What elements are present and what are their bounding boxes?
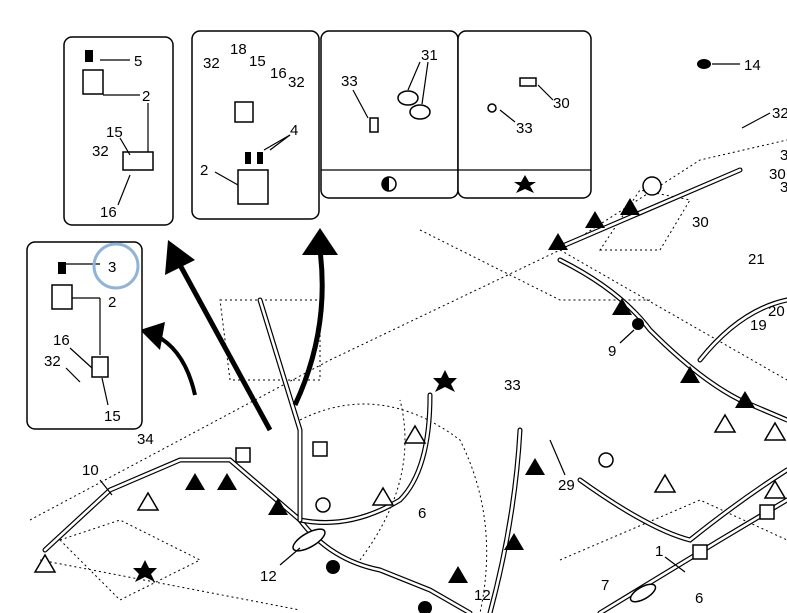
label-3: 3 — [108, 259, 116, 276]
pointer-arrows — [140, 228, 338, 432]
callout-10: 10 — [82, 462, 99, 479]
callout-33: 33 — [504, 377, 521, 394]
inset-relay-3: 3 2 16 32 15 — [26, 241, 143, 430]
callout-6: 6 — [418, 505, 426, 522]
inset-clamp: 33 31 — [320, 30, 459, 199]
wiring-harness — [42, 167, 787, 613]
callout-20: 20 — [768, 303, 785, 320]
label-16: 16 — [53, 332, 70, 349]
label-33: 33 — [341, 73, 358, 90]
inset-bracket: 30 33 — [457, 30, 592, 199]
callout-6: 6 — [695, 590, 703, 607]
callout-32: 32 — [772, 105, 787, 122]
callout-30: 30 — [769, 166, 786, 183]
half-circle-symbol-icon — [381, 176, 397, 192]
callout-12: 12 — [474, 587, 491, 604]
label-33: 33 — [516, 120, 533, 137]
label-2: 2 — [142, 88, 150, 105]
label-32: 32 — [92, 143, 109, 160]
inset-relay-5: 5 2 15 32 16 — [63, 36, 174, 226]
location-markers — [33, 59, 787, 613]
label-30: 30 — [553, 95, 570, 112]
label-32: 32 — [288, 74, 305, 91]
label-18: 18 — [230, 41, 247, 58]
label-15: 15 — [104, 408, 121, 425]
callout-1: 1 — [655, 543, 663, 560]
callout-12: 12 — [260, 568, 277, 585]
label-16: 16 — [270, 65, 287, 82]
callout-9: 9 — [608, 343, 616, 360]
label-32: 32 — [44, 353, 61, 370]
highlight-circle — [92, 242, 140, 290]
callout-7: 7 — [601, 577, 609, 594]
callout-19: 19 — [750, 317, 767, 334]
callout-21: 21 — [748, 251, 765, 268]
label-31: 31 — [421, 47, 438, 64]
inset-relay-4: 32 18 15 16 32 4 2 — [191, 30, 320, 220]
callout-29: 29 — [558, 477, 575, 494]
callout-14: 14 — [744, 57, 761, 74]
label-15: 15 — [106, 124, 123, 141]
label-2: 2 — [108, 294, 116, 311]
part-callouts: 14 32 3 30 3 30 21 20 19 9 34 10 33 29 6… — [82, 57, 787, 607]
callout-30: 30 — [692, 214, 709, 231]
star-symbol-icon — [514, 175, 536, 193]
label-32: 32 — [203, 55, 220, 72]
label-15: 15 — [249, 53, 266, 70]
label-2: 2 — [200, 162, 208, 179]
callout-3: 3 — [780, 179, 787, 196]
label-16: 16 — [100, 204, 117, 221]
callout-3: 3 — [780, 147, 787, 164]
label-4: 4 — [290, 122, 298, 139]
label-5: 5 — [134, 53, 142, 70]
callout-34: 34 — [137, 431, 154, 448]
